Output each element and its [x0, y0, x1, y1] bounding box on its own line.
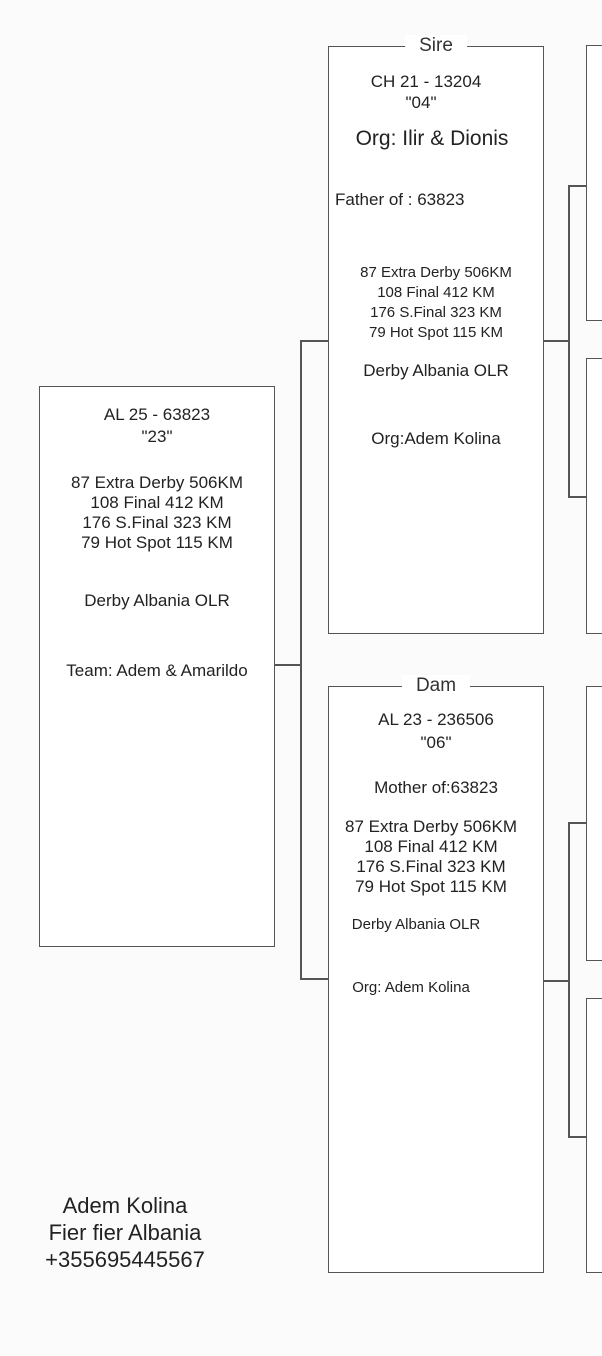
results-list: 87 Extra Derby 506KM 108 Final 412 KM 17…	[319, 817, 543, 897]
ring-number: CH 21 - 13204	[370, 72, 482, 91]
mother-of: Mother of:63823	[374, 778, 498, 797]
pigeon-name: "04"	[405, 93, 437, 112]
grandparent-card	[586, 998, 602, 1273]
results-list: 87 Extra Derby 506KM 108 Final 412 KM 17…	[40, 473, 274, 553]
connector	[568, 185, 586, 187]
results-list: 87 Extra Derby 506KM 108 Final 412 KM 17…	[329, 263, 543, 343]
grandparent-card	[586, 358, 602, 634]
result: 79 Hot Spot 115 KM	[369, 324, 503, 341]
connector	[300, 340, 328, 342]
connector	[300, 340, 302, 979]
result: 87 Extra Derby 506KM	[345, 817, 517, 836]
org: Org:Adem Kolina	[371, 429, 501, 448]
dam-label: Dam	[401, 675, 471, 697]
pigeon-name: "06"	[420, 733, 452, 752]
sire-label: Sire	[405, 35, 467, 57]
result: 79 Hot Spot 115 KM	[81, 533, 233, 552]
result: 176 S.Final 323 KM	[82, 513, 232, 532]
connector	[300, 978, 328, 980]
connector	[544, 980, 569, 982]
connector	[568, 1136, 586, 1138]
result: 108 Final 412 KM	[90, 493, 224, 512]
result: 87 Extra Derby 506KM	[71, 473, 243, 492]
race-name: Derby Albania OLR	[351, 916, 481, 933]
team: Team: Adem & Amarildo	[66, 661, 248, 680]
owner-name: Adem Kolina	[62, 1193, 188, 1218]
sire-card: Sire CH 21 - 13204 "04" Org: Ilir & Dion…	[328, 35, 544, 634]
connector	[568, 822, 570, 1137]
connector	[568, 496, 586, 498]
origin: Org: Ilir & Dionis	[355, 127, 509, 150]
ring-number: AL 23 - 236506	[378, 710, 494, 729]
result: 79 Hot Spot 115 KM	[355, 877, 507, 896]
connector	[544, 340, 569, 342]
owner-location: Fier fier Albania	[48, 1220, 202, 1245]
race-name: Derby Albania OLR	[84, 591, 230, 610]
ring-number: AL 25 - 63823	[103, 405, 211, 424]
result: 176 S.Final 323 KM	[370, 304, 502, 321]
pigeon-name: "23"	[141, 427, 173, 446]
connector	[568, 185, 570, 497]
dam-card: Dam AL 23 - 236506 "06" Mother of:63823 …	[328, 675, 544, 1273]
pigeon-card: AL 25 - 63823 "23" 87 Extra Derby 506KM …	[39, 386, 275, 947]
org: Org: Adem Kolina	[352, 979, 470, 996]
result: 108 Final 412 KM	[364, 837, 498, 856]
owner-info: Adem Kolina Fier fier Albania +355695445…	[20, 1192, 230, 1273]
result: 87 Extra Derby 506KM	[360, 264, 512, 281]
owner-phone: +355695445567	[45, 1247, 205, 1272]
grandparent-card	[586, 686, 602, 961]
race-name: Derby Albania OLR	[363, 361, 509, 380]
grandparent-card	[586, 45, 602, 321]
connector	[568, 822, 586, 824]
connector	[274, 664, 301, 666]
father-of: Father of : 63823	[335, 190, 465, 209]
result: 108 Final 412 KM	[377, 284, 495, 301]
result: 176 S.Final 323 KM	[356, 857, 506, 876]
